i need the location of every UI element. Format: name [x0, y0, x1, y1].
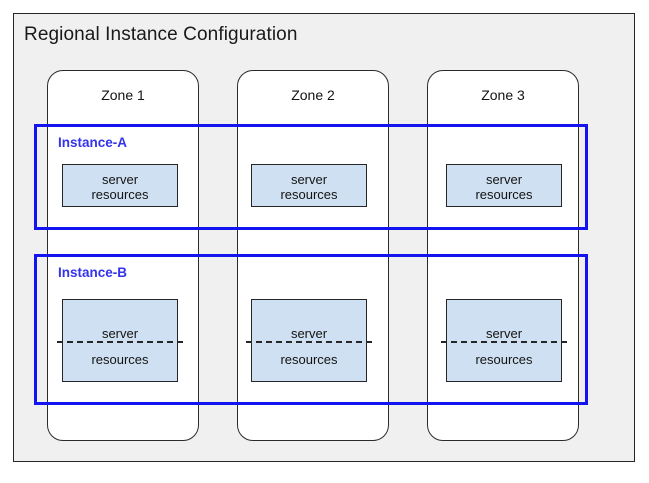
resource-line-2: resources [91, 352, 149, 367]
resource-line-2: resources [91, 187, 149, 202]
zone-label-1: Zone 1 [101, 87, 145, 103]
split-divider [57, 341, 183, 343]
instance-label-a: Instance-A [58, 135, 128, 150]
resource-line-1: server [101, 172, 139, 187]
instance-band-b[interactable]: Instance-B [34, 254, 588, 405]
instance-band-a[interactable]: Instance-A [34, 124, 588, 230]
resource-line-1: server [485, 172, 523, 187]
instance-label-b: Instance-B [58, 265, 128, 280]
resource-line-1: server [290, 326, 328, 341]
resource-line-2: resources [280, 187, 338, 202]
resource-block-b-zone2[interactable]: server resources [246, 299, 372, 382]
zone-label-3: Zone 3 [481, 87, 525, 103]
resource-line-1: server [290, 172, 328, 187]
resource-line-2: resources [475, 187, 533, 202]
diagram-title: Regional Instance Configuration [24, 24, 298, 45]
resource-block-a-zone1[interactable]: server resources [62, 164, 178, 207]
resource-block-a-zone2[interactable]: server resources [251, 164, 367, 207]
resource-block-b-zone3[interactable]: server resources [441, 299, 567, 382]
resource-text: server resources [447, 326, 561, 367]
split-divider [441, 341, 567, 343]
resource-text: server resources [63, 326, 177, 367]
resource-line-1: server [485, 326, 523, 341]
split-divider [246, 341, 372, 343]
resource-text: server resources [252, 326, 366, 367]
resource-block-a-zone3[interactable]: server resources [446, 164, 562, 207]
resource-line-2: resources [280, 352, 338, 367]
resource-block-b-zone1[interactable]: server resources [57, 299, 183, 382]
zone-label-2: Zone 2 [291, 87, 335, 103]
resource-line-1: server [101, 326, 139, 341]
resource-line-2: resources [475, 352, 533, 367]
